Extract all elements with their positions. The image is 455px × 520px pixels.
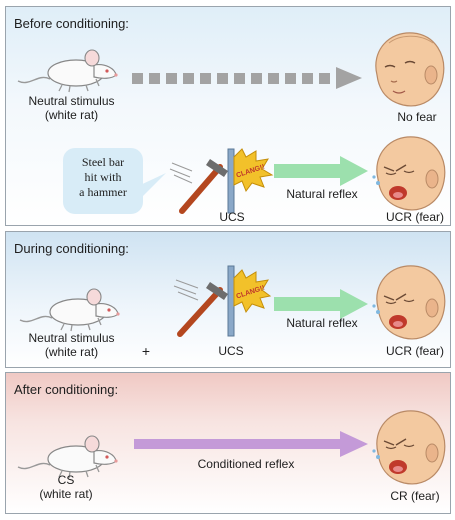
hammer-icon [177, 282, 228, 337]
steel-bar-icon [227, 265, 235, 337]
rat-icon [17, 435, 118, 479]
cr-label: CR (fear) [390, 489, 440, 503]
cs-text: CS [57, 473, 75, 487]
during-conditioning-panel: During conditioning: Neutral stimulus (w… [5, 231, 451, 368]
baby-face-crying-icon [372, 410, 446, 485]
natural-reflex-arrow [274, 289, 368, 319]
white-rat-text: (white rat) [39, 487, 93, 501]
before-reflex-label: Natural reflex [286, 187, 358, 201]
before-title: Before conditioning: [14, 16, 129, 31]
rat-icon [19, 288, 120, 332]
conditioned-reflex-arrow [134, 431, 368, 457]
during-reflex-label: Natural reflex [286, 316, 358, 330]
hammer-strike-icon: CLANG!! [173, 265, 272, 337]
during-neutral-label: Neutral stimulus (white rat) [19, 331, 124, 359]
rat-icon [17, 49, 118, 93]
conditioned-reflex-label: Conditioned reflex [197, 457, 295, 471]
bubble-line-2: hit with [84, 170, 122, 184]
during-ucs-label: UCS [218, 344, 244, 358]
white-rat-text: (white rat) [44, 345, 99, 359]
dashed-arrow [132, 67, 362, 89]
baby-face-crying-icon [372, 265, 446, 340]
before-neutral-label: Neutral stimulus (white rat) [19, 94, 124, 122]
no-fear-label: No fear [397, 110, 437, 124]
baby-face-crying-icon [372, 136, 446, 211]
before-conditioning-panel: Before conditioning: Neutral stimulus (w… [5, 6, 451, 226]
neutral-stimulus-text: Neutral stimulus [28, 94, 115, 108]
bubble-line-3: a hammer [79, 185, 127, 199]
steel-bar-bubble: Steel bar hit with a hammer [63, 148, 143, 214]
during-title: During conditioning: [14, 241, 129, 256]
steel-bar-icon [227, 148, 235, 214]
bubble-tail [136, 162, 193, 199]
before-ucr-label: UCR (fear) [385, 210, 444, 224]
before-ucs-label: UCS [219, 210, 245, 224]
during-ucr-label: UCR (fear) [385, 344, 444, 358]
after-conditioning-panel: After conditioning: CS (white rat) Condi… [5, 372, 451, 514]
neutral-stimulus-text: Neutral stimulus [28, 331, 115, 345]
cs-label: CS (white rat) [26, 473, 106, 501]
natural-reflex-arrow [274, 156, 368, 186]
white-rat-text: (white rat) [44, 108, 99, 122]
bubble-line-1: Steel bar [81, 155, 125, 169]
clang-burst-icon [233, 148, 274, 193]
plus-sign: + [141, 343, 151, 359]
hammer-icon [179, 159, 228, 214]
hammer-strike-icon: CLANG!! [179, 148, 274, 214]
baby-face-calm-icon [375, 32, 445, 107]
clang-burst-icon [233, 269, 272, 314]
after-title: After conditioning: [14, 382, 119, 397]
